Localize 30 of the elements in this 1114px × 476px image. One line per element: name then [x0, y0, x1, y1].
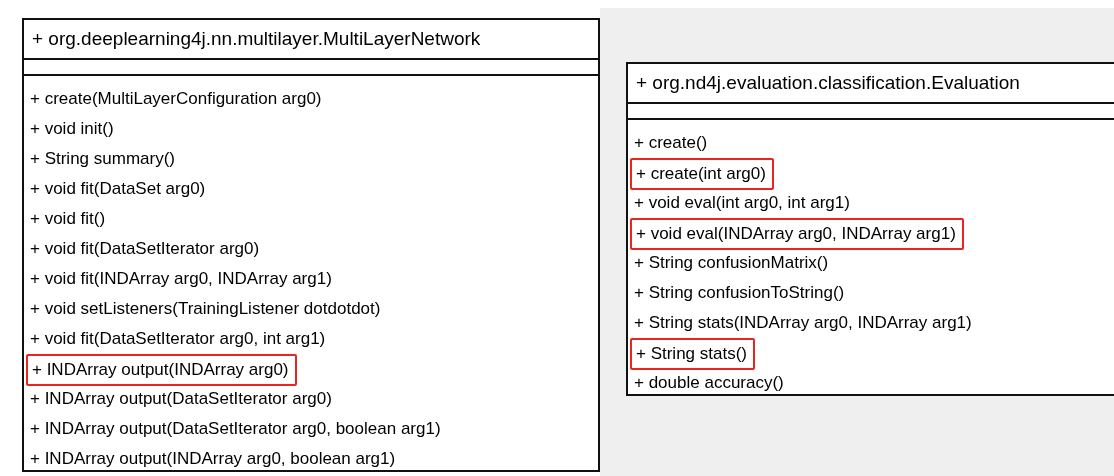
method-text: + void fit() [30, 209, 106, 228]
method-text: + double accuracy() [634, 373, 784, 392]
method-text: + void fit(DataSetIterator arg0) [30, 239, 260, 258]
method-text: + String stats() [636, 344, 747, 363]
method-text: + void fit(DataSet arg0) [30, 179, 206, 198]
method-text: + void fit(DataSetIterator arg0, int arg1) [30, 329, 326, 348]
method-text: + INDArray output(INDArray arg0) [32, 360, 289, 379]
highlight-frame [26, 354, 297, 386]
method-text: + INDArray output(DataSetIterator arg0) [30, 389, 332, 408]
method-text: + void fit(INDArray arg0, INDArray arg1) [30, 269, 332, 288]
method-text: + INDArray output(INDArray arg0, boolean arg1) [30, 449, 396, 468]
method-text: + create(MultiLayerConfiguration arg0) [30, 89, 322, 108]
method-text: + INDArray output(DataSetIterator arg0, boolean arg1) [30, 419, 441, 438]
method-text: + void init() [30, 119, 114, 138]
class-name: + org.nd4j.evaluation.classification.Evaluation [628, 64, 1114, 104]
method-text: + String confusionMatrix() [634, 253, 829, 272]
method-text: + create() [634, 133, 708, 152]
method-text: + String confusionToString() [634, 283, 845, 302]
highlight-frame [630, 158, 774, 190]
method-text: + void setListeners(TrainingListener dotdotdot) [30, 299, 381, 318]
class-box [22, 18, 600, 472]
method-text: + create(int arg0) [636, 164, 766, 183]
method-text: + void eval(INDArray arg0, INDArray arg1) [636, 224, 956, 243]
method-text: + String summary() [30, 149, 175, 168]
highlight-frame [630, 338, 755, 370]
method-text: + void eval(int arg0, int arg1) [634, 193, 850, 212]
method-text: + String stats(INDArray arg0, INDArray arg1) [634, 313, 972, 332]
highlight-frame [630, 218, 964, 250]
class-box [626, 62, 1114, 396]
class-name: + org.deeplearning4j.nn.multilayer.MultiLayerNetwork [24, 20, 598, 60]
